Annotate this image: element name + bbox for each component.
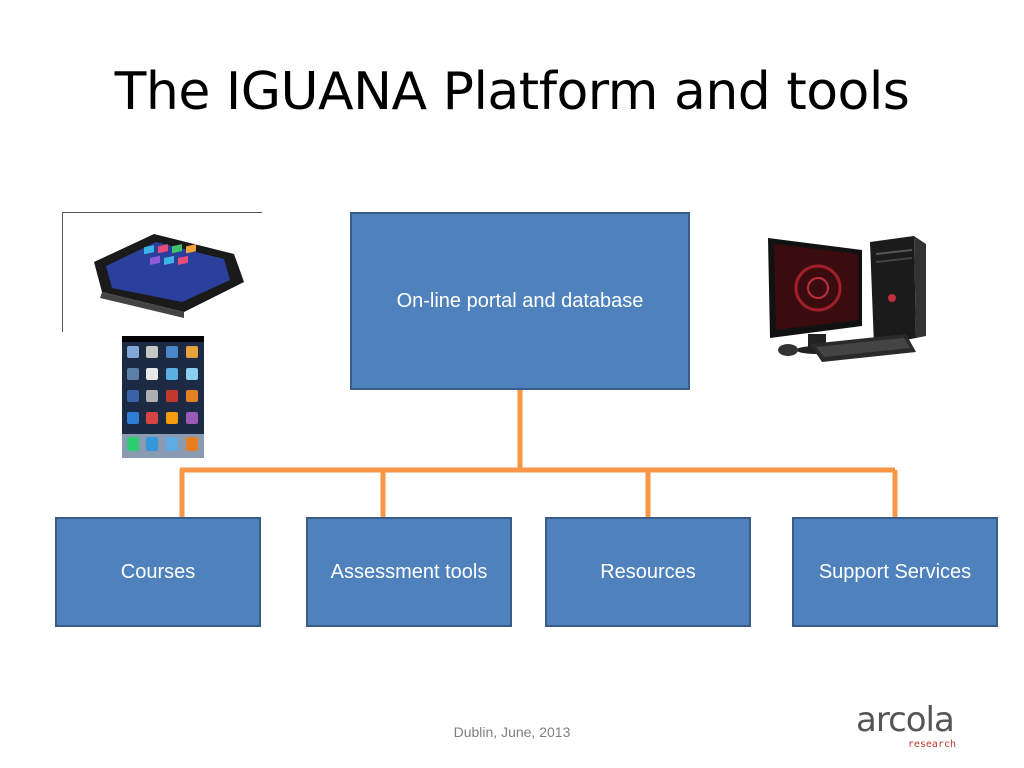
box-assessment-tools-label: Assessment tools xyxy=(330,560,488,583)
slide-title: The IGUANA Platform and tools xyxy=(114,62,910,122)
smartphone-image xyxy=(122,336,204,458)
root-box-portal: On-line portal and database xyxy=(350,212,690,390)
desktop-computer-image xyxy=(768,236,926,362)
box-resources-label: Resources xyxy=(600,560,696,583)
root-box-label: On-line portal and database xyxy=(396,290,644,312)
box-assessment-tools: Assessment tools xyxy=(306,517,512,627)
logo-main-text: arcola xyxy=(856,700,955,740)
logo-sub-text: research xyxy=(907,739,956,750)
box-courses-label: Courses xyxy=(120,560,196,583)
footer-text: Dublin, June, 2013 xyxy=(453,724,571,740)
tablet-image xyxy=(62,212,262,332)
box-support-services-label: Support Services xyxy=(818,560,972,583)
box-courses: Courses xyxy=(55,517,261,627)
arcola-logo: arcola research xyxy=(856,700,966,752)
box-resources: Resources xyxy=(545,517,751,627)
box-support-services: Support Services xyxy=(792,517,998,627)
